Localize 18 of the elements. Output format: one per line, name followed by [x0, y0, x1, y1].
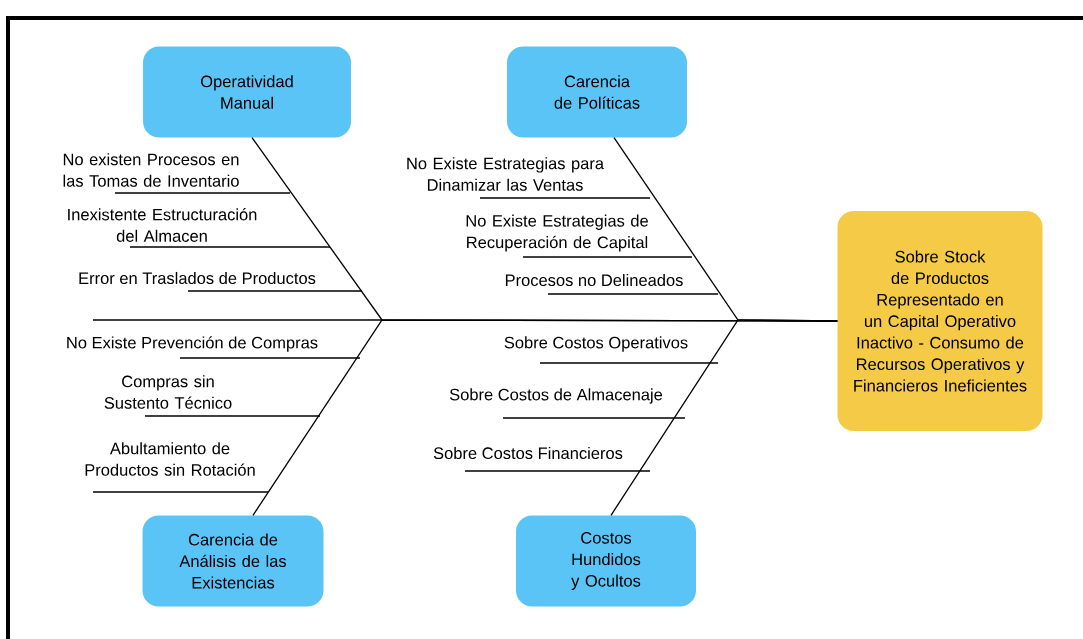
cause-text: No Existe Estrategias de Recuperación de Capital: [466, 214, 648, 252]
category-box: Carencia de Análisis de las Existencias: [142, 515, 324, 607]
cause-text: Abultamiento de Productos sin Rotación: [85, 442, 255, 476]
category-box: Operatividad Manual: [143, 46, 351, 138]
cause-text: Sobre Costos Financieros: [433, 446, 623, 460]
category-box: Costos Hundidos y Ocultos: [516, 515, 696, 607]
cause-text: Procesos no Delineados: [505, 273, 683, 287]
cause-text: No Existe Estrategias para Dinamizar las Ventas: [407, 157, 604, 191]
cause-text: No Existe Prevención de Compras: [67, 336, 318, 352]
cause-text: No existen Procesos en las Tomas de Inventario: [63, 153, 239, 187]
effect-box: Sobre Stock de Productos Representado en un Capital Operativo Inactivo - Consumo de Recursos Operativos y Financieros Ineficientes: [837, 211, 1043, 431]
cause-text: Inexistente Estructuración del Almacen: [68, 208, 257, 242]
cause-text: Sobre Costos de Almacenaje: [449, 388, 663, 404]
cause-text: Error en Traslados de Productos: [79, 271, 316, 285]
bone-line: [610, 319, 838, 516]
category-box: Carencia de Políticas: [507, 46, 687, 138]
cause-text: Compras sin Sustento Técnico: [104, 375, 232, 409]
cause-text: Sobre Costos Operativos: [504, 336, 688, 352]
